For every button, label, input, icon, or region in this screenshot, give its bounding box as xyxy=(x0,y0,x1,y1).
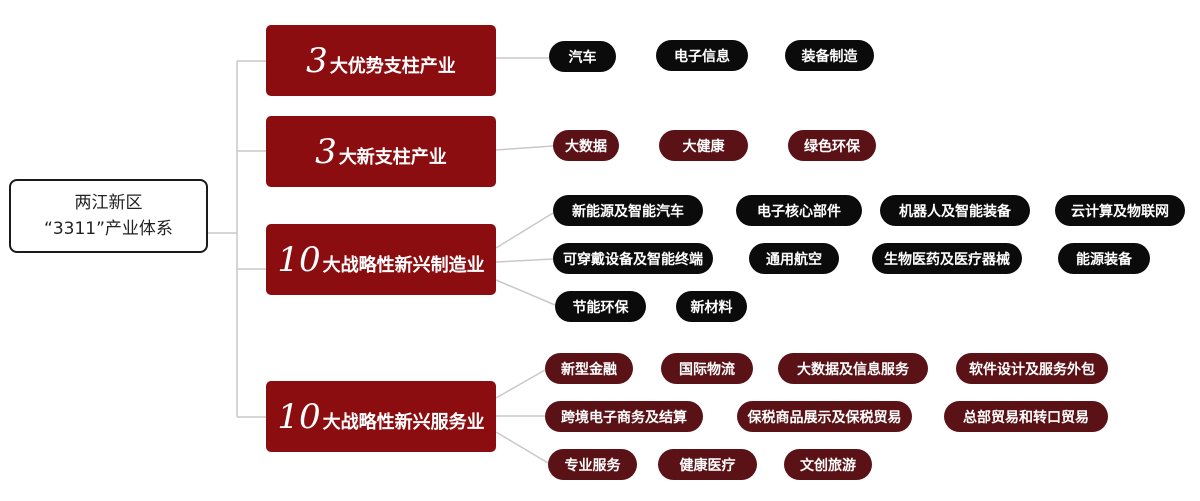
category-label: 大战略性新兴制造业 xyxy=(322,254,485,276)
category-new-pillar-industries: 3 大新支柱产业 xyxy=(266,116,496,187)
industry-chip: 文创旅游 xyxy=(784,449,872,480)
row-connector xyxy=(495,369,546,399)
industry-chip: 总部贸易和转口贸易 xyxy=(944,401,1108,432)
category-pillar-industries: 3 大优势支柱产业 xyxy=(266,25,496,96)
row-connector xyxy=(495,212,554,249)
row-connector xyxy=(495,431,549,464)
category-label: 大战略性新兴服务业 xyxy=(322,411,485,433)
industry-chip: 新材料 xyxy=(676,291,747,322)
industry-chip: 能源装备 xyxy=(1058,243,1150,274)
industry-chip: 健康医疗 xyxy=(658,449,757,480)
industry-chip: 专业服务 xyxy=(548,449,637,480)
root-title: 两江新区 xyxy=(74,193,143,213)
industry-chip: 电子信息 xyxy=(656,40,748,71)
root-node: 两江新区 “3311”产业体系 xyxy=(9,179,208,253)
industry-chip: 汽车 xyxy=(549,41,616,72)
industry-chip: 通用航空 xyxy=(749,243,839,274)
category-number: 3 xyxy=(306,40,328,81)
category-label: 大新支柱产业 xyxy=(338,146,447,168)
industry-chip: 跨境电子商务及结算 xyxy=(545,401,703,432)
row-connector xyxy=(495,145,554,151)
category-number: 10 xyxy=(277,396,321,437)
industry-chip: 生物医药及医疗器械 xyxy=(872,243,1022,274)
industry-chip: 可穿戴设备及智能终端 xyxy=(553,243,713,274)
industry-chip: 大健康 xyxy=(659,130,748,161)
category-emerging-services: 10 大战略性新兴服务业 xyxy=(266,381,496,452)
category-emerging-manufacturing: 10 大战略性新兴制造业 xyxy=(266,224,496,295)
industry-chip: 机器人及智能装备 xyxy=(880,195,1030,226)
industry-chip: 绿色环保 xyxy=(788,130,876,161)
row-connector xyxy=(495,258,554,263)
industry-chip: 国际物流 xyxy=(661,353,753,384)
root-subtitle: “3311”产业体系 xyxy=(44,219,173,239)
industry-chip: 保税商品展示及保税贸易 xyxy=(737,401,912,432)
row-connector xyxy=(495,279,556,306)
industry-chip: 电子核心部件 xyxy=(736,195,862,226)
industry-chip: 大数据及信息服务 xyxy=(778,353,928,384)
industry-chip: 新能源及智能汽车 xyxy=(553,195,703,226)
category-number: 3 xyxy=(315,131,337,172)
industry-chip: 大数据 xyxy=(553,130,619,161)
industry-chip: 节能环保 xyxy=(555,291,646,322)
category-label: 大优势支柱产业 xyxy=(329,55,456,77)
industry-chip: 云计算及物联网 xyxy=(1055,195,1185,226)
category-number: 10 xyxy=(277,239,321,280)
industry-chip: 装备制造 xyxy=(785,40,874,71)
industry-chip: 软件设计及服务外包 xyxy=(956,353,1108,384)
industry-chip: 新型金融 xyxy=(545,353,633,384)
